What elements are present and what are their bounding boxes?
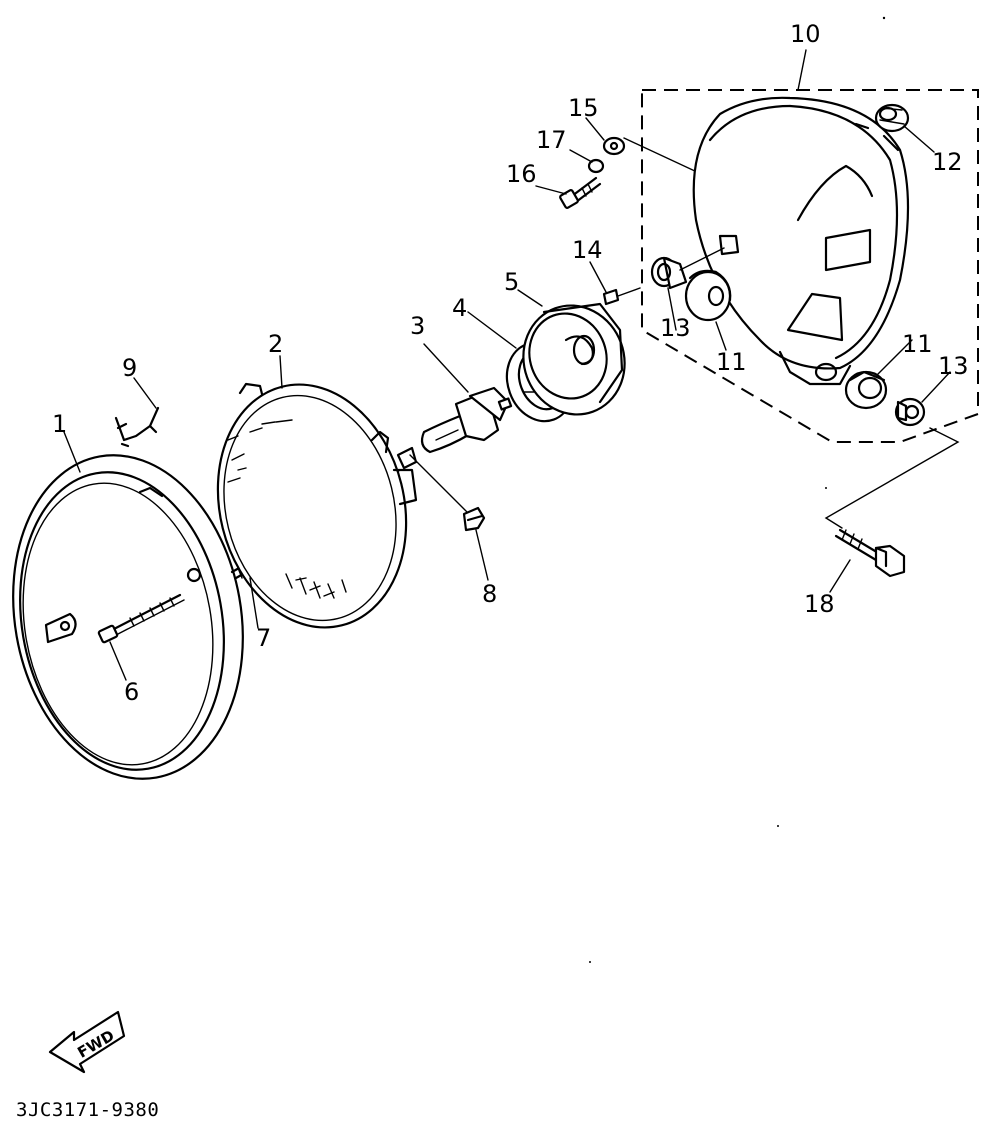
callout-5: 5 bbox=[504, 268, 519, 296]
callout-10: 10 bbox=[790, 20, 821, 48]
rubber-damper-left bbox=[684, 269, 732, 322]
clip-nut bbox=[462, 506, 486, 532]
callout-labels: 1 2 3 4 5 6 7 8 9 10 11 11 12 13 13 14 1… bbox=[52, 20, 969, 706]
callout-15: 15 bbox=[568, 94, 599, 122]
wire-clip bbox=[114, 406, 160, 448]
adjusting-screw bbox=[97, 593, 185, 644]
forward-direction-arrow: FWD bbox=[48, 1010, 126, 1074]
mount-collar-right bbox=[894, 397, 926, 427]
callout-2: 2 bbox=[268, 330, 283, 358]
callout-6: 6 bbox=[124, 678, 139, 706]
callout-9: 9 bbox=[122, 354, 137, 382]
bulb-socket-cover bbox=[522, 302, 626, 416]
mount-collar-left bbox=[650, 247, 725, 290]
top-grommet bbox=[874, 103, 910, 133]
headlight-bulb bbox=[420, 386, 513, 454]
callout-4: 4 bbox=[452, 294, 467, 322]
callout-11b: 11 bbox=[902, 330, 933, 358]
callout-18: 18 bbox=[804, 590, 835, 618]
callout-3: 3 bbox=[410, 312, 425, 340]
callout-7: 7 bbox=[256, 624, 271, 652]
rubber-damper-right bbox=[844, 370, 888, 410]
small-screw bbox=[602, 287, 641, 306]
callout-17: 17 bbox=[536, 126, 567, 154]
diagram-code: 3JC3171-9380 bbox=[16, 1099, 159, 1121]
callout-14: 14 bbox=[572, 236, 603, 264]
callout-13a: 13 bbox=[660, 314, 691, 342]
leader-lines bbox=[63, 49, 960, 681]
callout-1: 1 bbox=[52, 410, 67, 438]
paper-specks bbox=[589, 16, 886, 963]
mounting-bolt bbox=[834, 528, 906, 578]
callout-8: 8 bbox=[482, 580, 497, 608]
callout-12: 12 bbox=[932, 148, 963, 176]
callout-11a: 11 bbox=[716, 348, 747, 376]
callout-16: 16 bbox=[506, 160, 537, 188]
assembly-boundary bbox=[641, 89, 979, 443]
callout-13b: 13 bbox=[938, 352, 969, 380]
headlight-body bbox=[692, 96, 910, 386]
headlight-rim bbox=[12, 454, 244, 780]
